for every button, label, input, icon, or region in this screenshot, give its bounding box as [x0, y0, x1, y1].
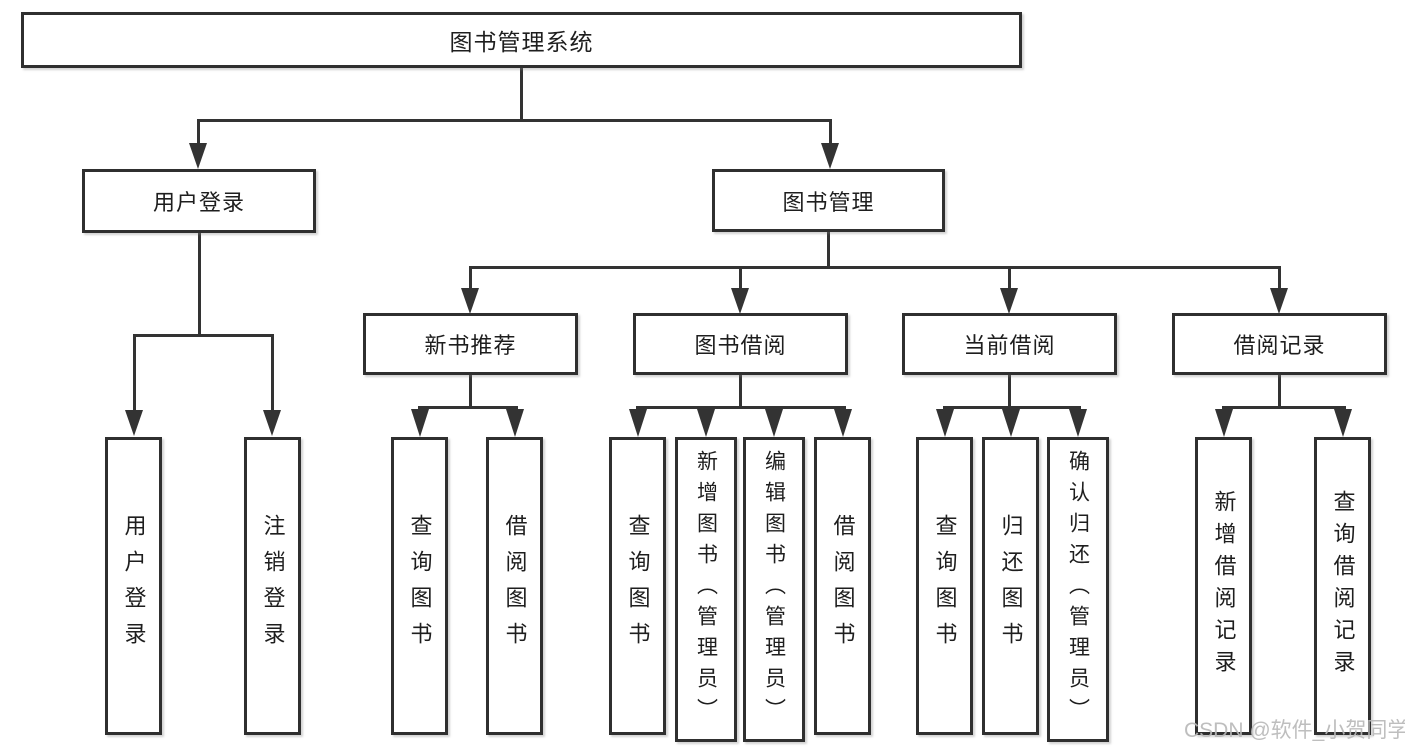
connector-book-mgmt-stem [829, 119, 832, 147]
arrow-down-user-login [189, 143, 207, 169]
connector-mgmt-stem [827, 232, 830, 269]
node-borrow-book-borrowing-label: 借阅图书 [830, 514, 856, 658]
connector-groupC-hbar [943, 406, 1081, 409]
arrow-down-groupC-1 [936, 409, 954, 437]
node-user-login-action-label: 用户登录 [121, 514, 147, 658]
arrow-down-login-leaf1 [125, 410, 143, 436]
node-return-book: 归还图书 [982, 437, 1039, 735]
node-library-system-label: 图书管理系统 [449, 29, 594, 55]
node-query-book-current-label: 查询图书 [932, 514, 958, 658]
node-user-login: 用户登录 [82, 169, 316, 233]
arrow-down-book-mgmt [821, 143, 839, 169]
arrow-down-records [1270, 288, 1288, 314]
node-book-management: 图书管理 [712, 169, 945, 232]
connector-groupB-hbar [636, 406, 846, 409]
node-query-book-current: 查询图书 [916, 437, 973, 735]
node-logout-action-label: 注销登录 [260, 514, 286, 658]
arrow-down-groupB-4 [834, 409, 852, 437]
watermark: CSDN @软件_小贺同学 [1184, 719, 1405, 742]
connector-records-stem [1278, 266, 1281, 291]
arrow-down-groupD-2 [1334, 409, 1352, 437]
connector-login-leaf1-stem [133, 334, 136, 412]
arrow-down-groupD-1 [1215, 409, 1233, 437]
node-query-borrow-record: 查询借阅记录 [1314, 437, 1371, 735]
node-logout-action: 注销登录 [244, 437, 301, 735]
arrow-down-current [1000, 288, 1018, 314]
node-borrow-book-borrowing: 借阅图书 [814, 437, 871, 735]
node-edit-book-admin: 编辑图书（管理员） [743, 437, 805, 742]
arrow-down-groupA-1 [411, 409, 429, 437]
arrow-down-groupA-2 [506, 409, 524, 437]
node-add-borrow-record: 新增借阅记录 [1195, 437, 1252, 735]
connector-groupD-hbar [1222, 406, 1346, 409]
arrow-down-groupB-3 [765, 409, 783, 437]
connector-root-hbar [197, 119, 832, 122]
node-user-login-label: 用户登录 [152, 190, 245, 215]
node-user-login-action: 用户登录 [105, 437, 162, 735]
node-new-book-recommendation-label: 新书推荐 [424, 333, 517, 358]
arrow-down-borrowing [731, 288, 749, 314]
connector-root-stem [520, 66, 523, 122]
node-confirm-return-admin-label: 确认归还（管理员） [1066, 450, 1090, 729]
node-query-book-borrowing: 查询图书 [609, 437, 666, 735]
node-return-book-label: 归还图书 [998, 514, 1024, 658]
connector-recommend-stem [469, 266, 472, 291]
arrow-down-groupB-2 [697, 409, 715, 437]
node-add-borrow-record-label: 新增借阅记录 [1211, 490, 1237, 682]
arrow-down-recommend [461, 288, 479, 314]
node-query-book-recommend: 查询图书 [391, 437, 448, 735]
arrow-down-login-leaf2 [263, 410, 281, 436]
node-new-book-recommendation: 新书推荐 [363, 313, 578, 375]
node-borrowing-records: 借阅记录 [1172, 313, 1387, 375]
node-borrow-book-recommend-label: 借阅图书 [502, 514, 528, 658]
arrow-down-groupB-1 [629, 409, 647, 437]
connector-groupC-stem [1008, 375, 1011, 409]
connector-mgmt-hbar [469, 266, 1281, 269]
arrow-down-groupC-2 [1002, 409, 1020, 437]
node-borrow-book-recommend: 借阅图书 [486, 437, 543, 735]
connector-user-login-stem [197, 119, 200, 147]
connector-login-leaf2-stem [271, 334, 274, 412]
node-query-book-recommend-label: 查询图书 [407, 514, 433, 658]
node-edit-book-admin-label: 编辑图书（管理员） [762, 450, 786, 729]
node-current-borrowing: 当前借阅 [902, 313, 1117, 375]
node-book-management-label: 图书管理 [782, 189, 875, 215]
connector-login-hbar [133, 334, 274, 337]
connector-borrowing-stem [739, 266, 742, 291]
node-add-book-admin: 新增图书（管理员） [675, 437, 737, 742]
connector-groupD-stem [1278, 375, 1281, 409]
connector-current-stem [1008, 266, 1011, 291]
node-book-borrowing-label: 图书借阅 [694, 333, 787, 358]
connector-login-stem [198, 233, 201, 336]
connector-groupA-stem [469, 375, 472, 409]
node-add-book-admin-label: 新增图书（管理员） [694, 450, 718, 729]
node-query-borrow-record-label: 查询借阅记录 [1330, 490, 1356, 682]
node-book-borrowing: 图书借阅 [633, 313, 848, 375]
connector-groupA-hbar [418, 406, 518, 409]
node-query-book-borrowing-label: 查询图书 [625, 514, 651, 658]
node-borrowing-records-label: 借阅记录 [1233, 333, 1326, 358]
node-library-system: 图书管理系统 [21, 12, 1022, 68]
node-current-borrowing-label: 当前借阅 [963, 333, 1056, 358]
connector-groupB-stem [739, 375, 742, 409]
node-confirm-return-admin: 确认归还（管理员） [1047, 437, 1109, 742]
arrow-down-groupC-3 [1069, 409, 1087, 437]
